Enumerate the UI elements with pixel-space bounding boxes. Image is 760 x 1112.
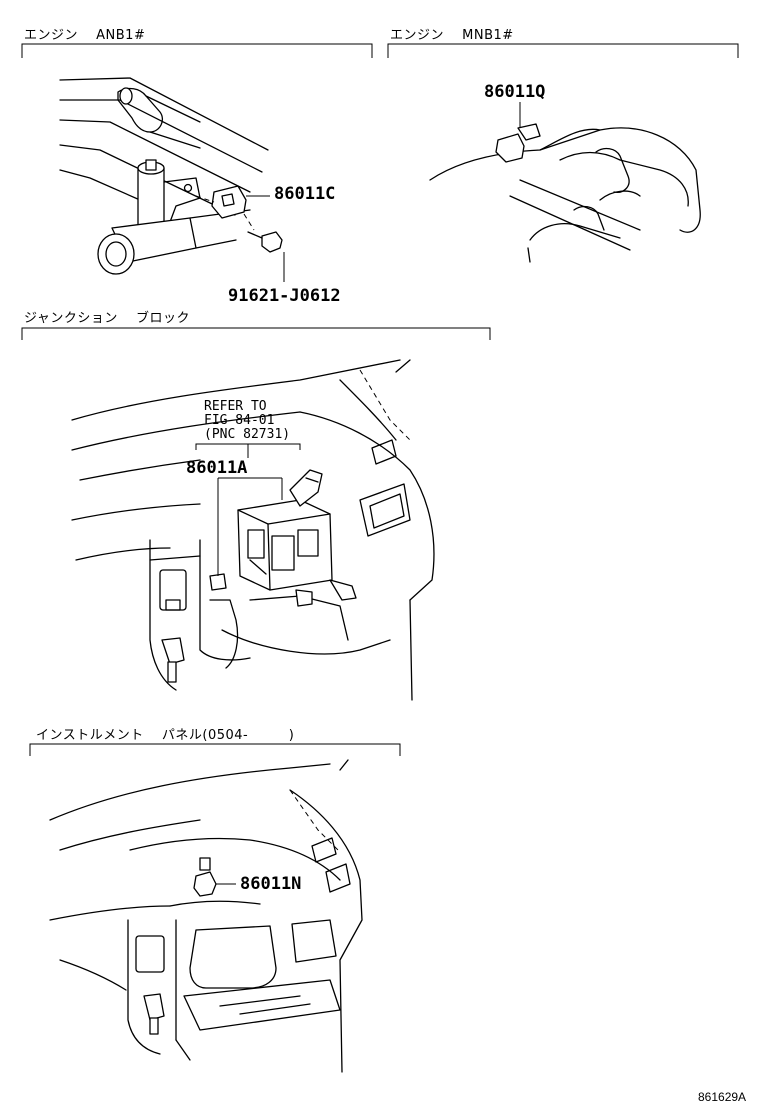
refer-note-line3: (PNC 82731)	[204, 427, 291, 442]
engine-anb1-illustration	[59, 77, 285, 282]
engine-mnb1-illustration	[429, 102, 701, 263]
refer-note-line1: REFER TO	[204, 399, 267, 414]
part-label-86011c[interactable]: 86011C	[274, 184, 336, 204]
refer-note-line2[interactable]: FIG 84-01	[204, 413, 275, 428]
part-label-86011n[interactable]: 86011N	[240, 874, 302, 894]
part-label-86011q[interactable]: 86011Q	[484, 82, 546, 102]
instrument-panel-illustration	[49, 759, 363, 1073]
section-bracket-junction-block	[21, 327, 491, 340]
section-title-instrument-panel: インストルメント パネル(0504- )	[36, 728, 295, 743]
section-bracket-engine-mnb1	[387, 43, 739, 58]
section-bracket-engine-anb1	[21, 43, 373, 58]
figure-id: 861629A	[698, 1090, 747, 1104]
section-title-junction-block: ジャンクション ブロック	[24, 311, 190, 326]
part-label-86011a[interactable]: 86011A	[186, 458, 248, 478]
section-title-engine-mnb1: エンジン MNB1#	[390, 28, 514, 43]
section-bracket-instrument-panel	[29, 743, 401, 756]
section-title-engine-anb1: エンジン ANB1#	[24, 28, 146, 43]
part-label-91621-j0612[interactable]: 91621-J0612	[228, 286, 341, 306]
junction-block-illustration	[71, 359, 435, 701]
